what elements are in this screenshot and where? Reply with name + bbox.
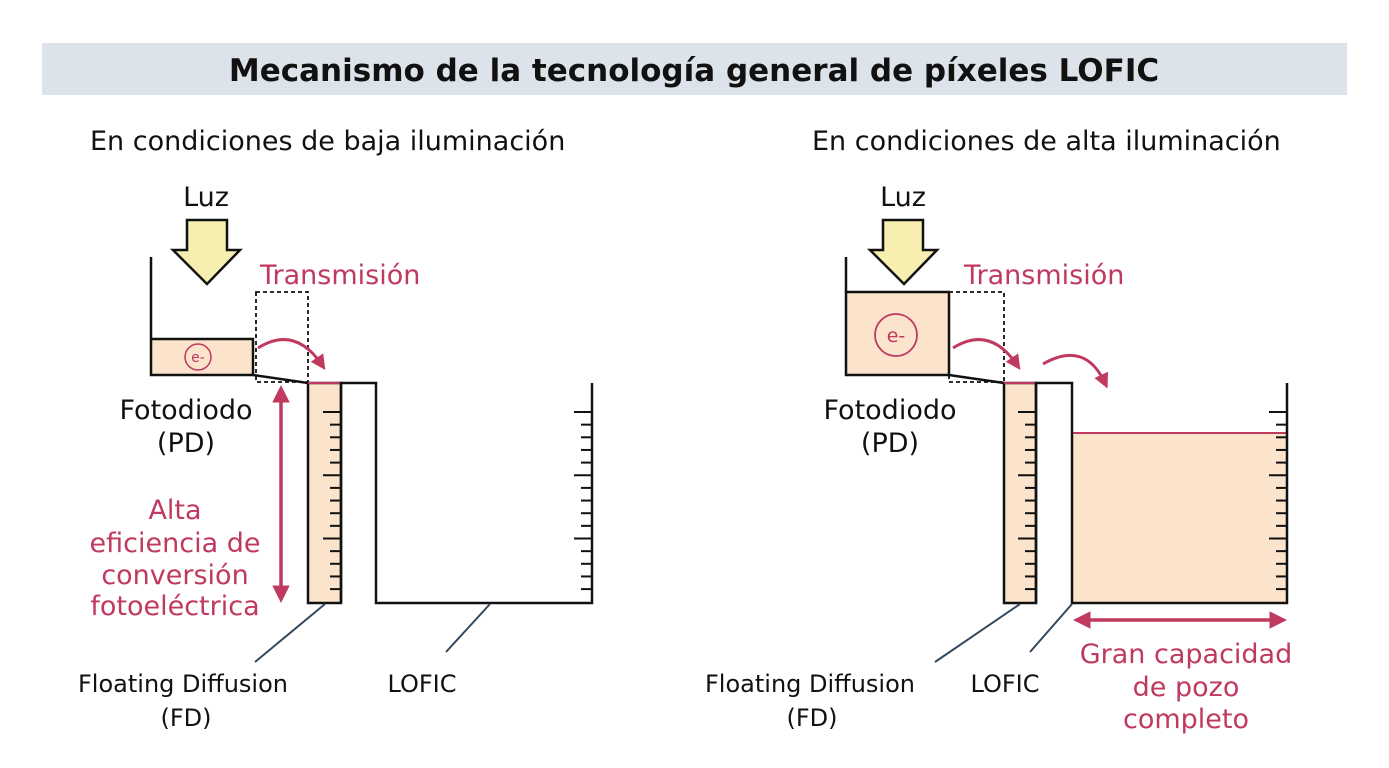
left-note-line: eficiencia de [90, 528, 261, 559]
transfer-arrow-icon [952, 338, 1021, 370]
right-note-line: de pozo [1133, 672, 1240, 703]
fd-well [1002, 381, 1038, 605]
electron-icon [184, 343, 212, 371]
right-pd-abbr: (PD) [861, 428, 919, 459]
light-arrow-icon [866, 218, 940, 286]
electron-label: e- [887, 325, 906, 347]
right-light-label: Luz [880, 182, 926, 213]
transfer-gate [948, 291, 1005, 383]
page-title: Mecanismo de la tecnología general de pí… [229, 53, 1159, 89]
fd-well [306, 381, 343, 605]
title-bar [42, 43, 1347, 95]
right-pd-label: Fotodiodo [823, 395, 956, 426]
high-light-diagram: En condiciones de alta iluminación Luz e… [705, 126, 1292, 735]
low-light-diagram: En condiciones de baja iluminación Luz e… [78, 126, 594, 732]
right-note-line: completo [1123, 704, 1249, 735]
left-subtitle: En condiciones de baja iluminación [90, 126, 565, 157]
right-fd-label: Floating Diffusion [705, 670, 915, 698]
right-lofic-label: LOFIC [970, 670, 1039, 698]
overflow-arrow-icon [1042, 354, 1108, 389]
left-transfer-label: Transmisión [259, 260, 420, 291]
left-pd-abbr: (PD) [157, 428, 215, 459]
left-fd-abbr: (FD) [160, 704, 211, 732]
photodiode-charge [844, 290, 951, 377]
left-pd-label: Fotodiodo [119, 395, 252, 426]
left-note-line: Alta [148, 495, 201, 526]
right-subtitle: En condiciones de alta iluminación [812, 126, 1281, 157]
electron-label: e- [191, 350, 205, 366]
light-arrow-icon [169, 218, 243, 286]
left-light-label: Luz [183, 182, 229, 213]
transfer-gate [255, 291, 309, 383]
left-fd-label: Floating Diffusion [78, 670, 288, 698]
lofic-charge [1072, 433, 1287, 603]
right-fd-abbr: (FD) [786, 704, 837, 732]
right-note-line: Gran capacidad [1080, 639, 1293, 670]
left-lofic-label: LOFIC [387, 670, 456, 698]
lofic-well [1034, 381, 1289, 605]
electron-icon [874, 313, 918, 357]
left-note-line: fotoeléctrica [90, 591, 259, 622]
left-note-line: conversión [101, 560, 248, 591]
transfer-arrow-icon [257, 338, 326, 370]
right-transfer-label: Transmisión [963, 260, 1124, 291]
lofic-well [339, 381, 594, 605]
